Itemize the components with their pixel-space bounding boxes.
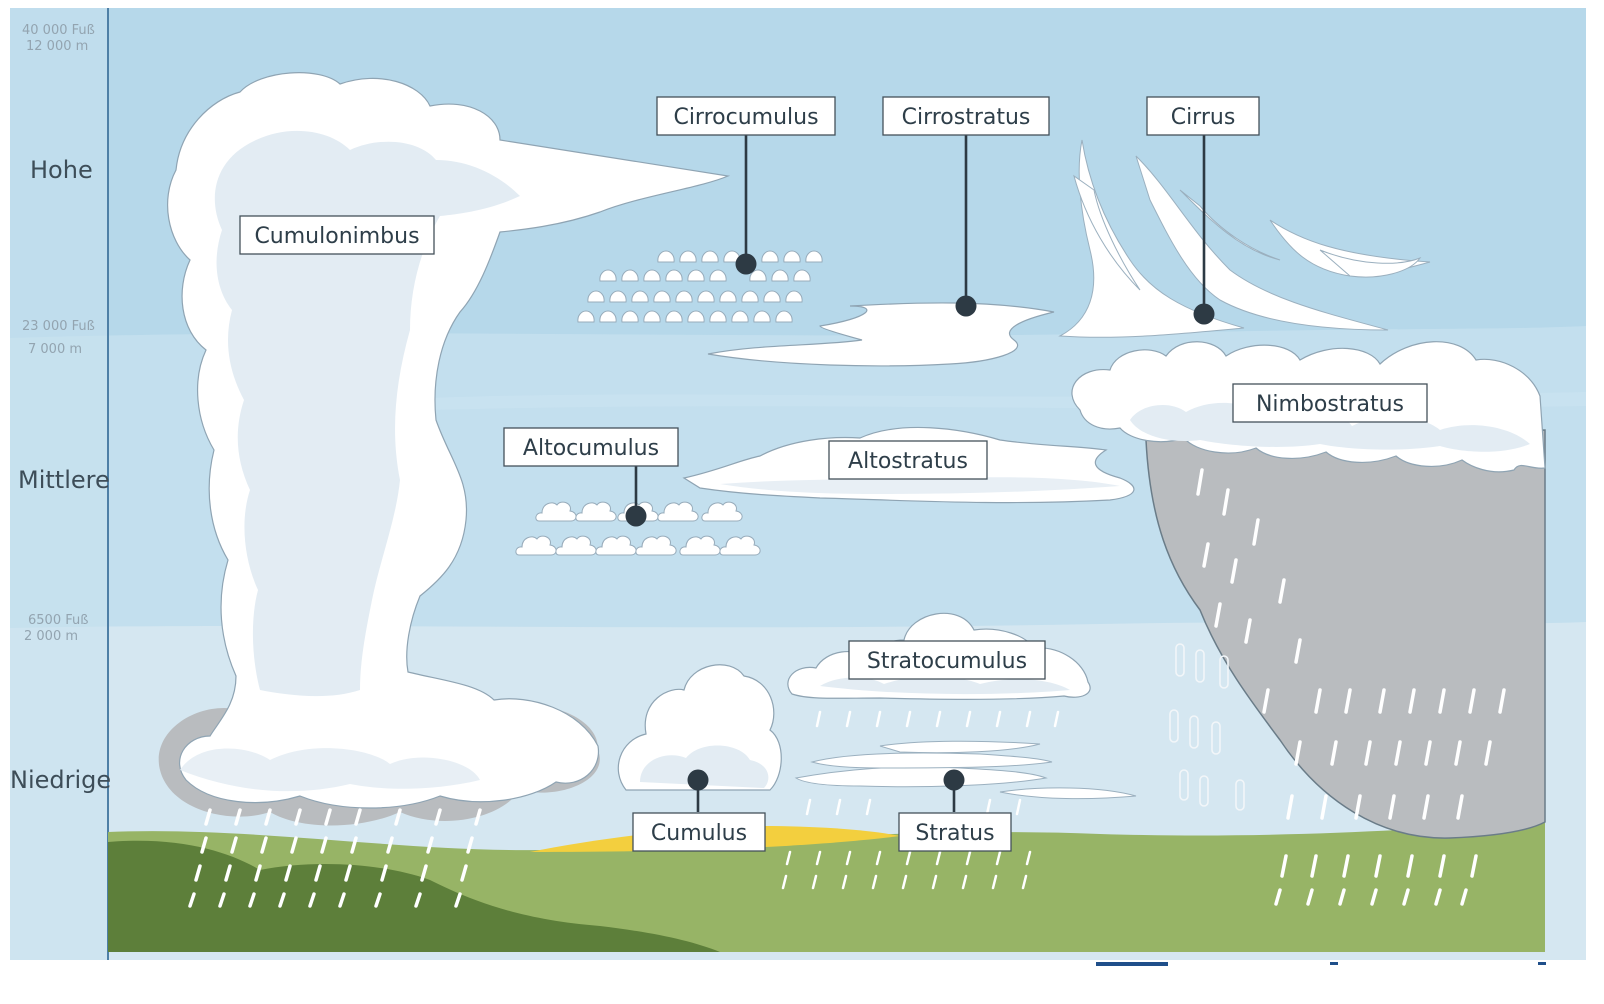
cirrostratus-cloud — [707, 302, 1055, 367]
label-cumulonimbus-text: Cumulonimbus — [254, 224, 419, 249]
label-cirrostratus-text: Cirrostratus — [902, 105, 1031, 130]
altitude-low-m: 2 000 m — [24, 629, 78, 644]
cumulonimbus-cloud — [158, 72, 731, 826]
altitude-low-ft: 6500 Fuß — [28, 613, 88, 628]
altitude-high-ft: 40 000 Fuß — [22, 23, 95, 38]
label-nimbostratus: Nimbostratus — [1232, 383, 1428, 423]
label-cumulus-text: Cumulus — [651, 821, 747, 846]
stratus-cloud — [794, 740, 1137, 800]
label-cumulus: Cumulus — [632, 812, 766, 852]
label-cumulonimbus: Cumulonimbus — [239, 215, 435, 255]
altitude-mid-ft: 23 000 Fuß — [22, 319, 95, 334]
leader-lines — [625, 134, 1215, 812]
label-nimbostratus-text: Nimbostratus — [1256, 392, 1404, 417]
bottom-marks — [1096, 962, 1546, 966]
label-cirrus-text: Cirrus — [1171, 105, 1236, 130]
label-stratus-text: Stratus — [915, 821, 994, 846]
label-altostratus: Altostratus — [828, 440, 988, 480]
cirrus-cloud — [1058, 139, 1431, 338]
label-altocumulus: Altocumulus — [503, 427, 679, 467]
altitude-high-m: 12 000 m — [26, 39, 88, 54]
altitude-axis: 40 000 Fuß 12 000 m Hohe 23 000 Fuß 7 00… — [10, 8, 111, 960]
rain-stratus — [781, 710, 1060, 890]
cumulus-cloud — [617, 664, 782, 791]
label-cirrocumulus: Cirrocumulus — [656, 96, 836, 136]
label-cirrocumulus-text: Cirrocumulus — [673, 105, 818, 130]
label-cirrostratus: Cirrostratus — [882, 96, 1050, 136]
label-altocumulus-text: Altocumulus — [523, 436, 659, 461]
rain-cumulonimbus — [188, 808, 482, 908]
label-stratus: Stratus — [898, 812, 1012, 852]
altitude-mid-m: 7 000 m — [28, 342, 82, 357]
level-label-low: Niedrige — [10, 766, 111, 794]
label-stratocumulus: Stratocumulus — [848, 640, 1046, 680]
level-label-middle: Mittlere — [18, 466, 110, 494]
label-stratocumulus-text: Stratocumulus — [867, 649, 1027, 674]
rain-nimbostratus — [1169, 468, 1506, 906]
label-altostratus-text: Altostratus — [848, 449, 968, 474]
label-cirrus: Cirrus — [1146, 96, 1260, 136]
level-label-high: Hohe — [30, 156, 93, 184]
